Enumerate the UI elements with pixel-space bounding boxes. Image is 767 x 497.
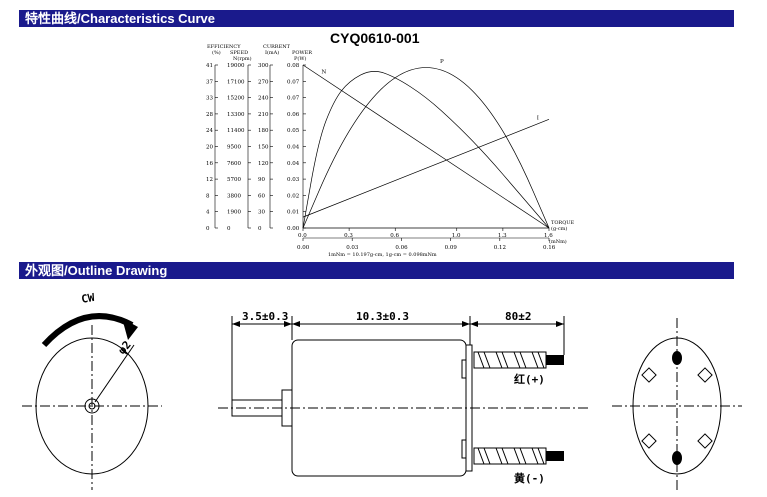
x2-tick-label: 0.06: [395, 245, 408, 251]
power-header-1: POWER: [292, 50, 312, 56]
current-tick-label: 210: [258, 112, 269, 118]
power-tick-label: 0.04: [287, 145, 300, 151]
power-tick-label: 0.01: [287, 210, 299, 216]
x-tick-label: 1.0: [452, 233, 461, 239]
efficiency-tick-label: 37: [206, 79, 213, 85]
x-axis-unit2: (mNm): [549, 238, 567, 245]
series-label-P: P: [440, 59, 444, 65]
series-label-N: N: [321, 69, 326, 75]
speed-tick-label: 17100: [227, 79, 245, 85]
current-tick-label: 0: [258, 226, 262, 232]
x-axis-unit: (g-cm): [551, 225, 567, 232]
power-tick-label: 0.00: [287, 226, 300, 232]
efficiency-header-2: (%): [212, 49, 221, 56]
characteristics-section-header: 特性曲线/Characteristics Curve: [19, 10, 734, 27]
x-tick-label: 0.0: [298, 233, 307, 239]
efficiency-tick-label: 0: [206, 226, 210, 232]
speed-tick-label: 13300: [227, 112, 245, 118]
current-tick-label: 180: [258, 128, 269, 134]
speed-tick-label: 11400: [227, 128, 245, 134]
efficiency-tick-label: 16: [206, 161, 213, 167]
current-tick-label: 30: [258, 210, 265, 216]
plot-area: N I P: [302, 59, 550, 229]
power-tick-label: 0.03: [287, 177, 300, 183]
efficiency-tick-label: 12: [206, 177, 213, 183]
chart-title: CYQ0610-001: [330, 30, 420, 46]
x-tick-label: 1.3: [498, 233, 507, 239]
x2-tick-label: 0.03: [346, 245, 359, 251]
power-tick-label: 0.07: [287, 96, 300, 102]
y-tick-labels: 4137332824201612840190001710015200133001…: [206, 63, 300, 232]
power-tick-label: 0.02: [287, 193, 299, 199]
speed-tick-label: 7600: [227, 161, 241, 167]
series-line-P: [302, 67, 550, 229]
efficiency-tick-label: 41: [206, 63, 213, 69]
x-tick-label: 1.6: [544, 233, 553, 239]
x-tick-label: 0.6: [390, 233, 399, 239]
current-tick-label: 120: [258, 161, 269, 167]
speed-tick-label: 9500: [227, 145, 241, 151]
speed-header-1: SPEED: [230, 50, 248, 56]
x-tick-label: 0.3: [344, 233, 353, 239]
current-tick-label: 240: [258, 96, 269, 102]
x-tick-labels: 0.0 0.3 0.6 1.0 1.3 1.6 0.00 0.03 0.06 0.09 0.12 0.…: [297, 227, 556, 251]
series-line-I: [302, 119, 550, 218]
speed-tick-label: 0: [227, 226, 231, 232]
characteristics-chart: EFFICIENCY (%) SPEED N(rpm) CURRENT I(mA…: [206, 44, 575, 258]
power-tick-label: 0.04: [287, 161, 300, 167]
current-header-1: CURRENT: [263, 44, 291, 50]
current-tick-label: 90: [258, 177, 265, 183]
power-tick-label: 0.05: [287, 128, 300, 134]
current-tick-label: 150: [258, 145, 269, 151]
current-tick-label: 300: [258, 63, 269, 69]
speed-tick-label: 5700: [227, 177, 241, 183]
speed-tick-label: 15200: [227, 96, 245, 102]
current-tick-label: 60: [258, 193, 265, 199]
series-label-I: I: [537, 116, 539, 122]
efficiency-tick-label: 33: [206, 96, 213, 102]
efficiency-tick-label: 20: [206, 145, 213, 151]
y-axes: [214, 64, 306, 229]
series-line-N: [302, 64, 550, 229]
speed-tick-label: 19000: [227, 63, 245, 69]
efficiency-tick-label: 4: [206, 210, 210, 216]
speed-tick-label: 1900: [227, 210, 241, 216]
outline-section-header: 外观图/Outline Drawing: [19, 262, 734, 279]
current-tick-label: 270: [258, 79, 269, 85]
efficiency-tick-label: 24: [206, 128, 213, 134]
series-line-efficiency: [302, 71, 550, 229]
x2-tick-label: 0.09: [445, 245, 458, 251]
efficiency-tick-label: 28: [206, 112, 213, 118]
speed-tick-label: 3800: [227, 193, 241, 199]
x2-tick-label: 0.16: [543, 245, 556, 251]
power-tick-label: 0.07: [287, 79, 300, 85]
current-header-2: I(mA): [265, 49, 279, 56]
x2-tick-label: 0.00: [297, 245, 310, 251]
speed-header-2: N(rpm): [233, 55, 252, 62]
power-header-2: P(W): [294, 55, 306, 62]
efficiency-header-1: EFFICIENCY: [207, 44, 241, 50]
x2-tick-label: 0.12: [494, 245, 506, 251]
power-tick-label: 0.08: [287, 63, 300, 69]
efficiency-tick-label: 8: [206, 193, 210, 199]
power-tick-label: 0.06: [287, 112, 300, 118]
x-axis-label: TORQUE: [551, 220, 575, 226]
conversion-note: 1mNm = 10.197g-cm, 1g-cm = 0.098mNm: [328, 252, 437, 258]
